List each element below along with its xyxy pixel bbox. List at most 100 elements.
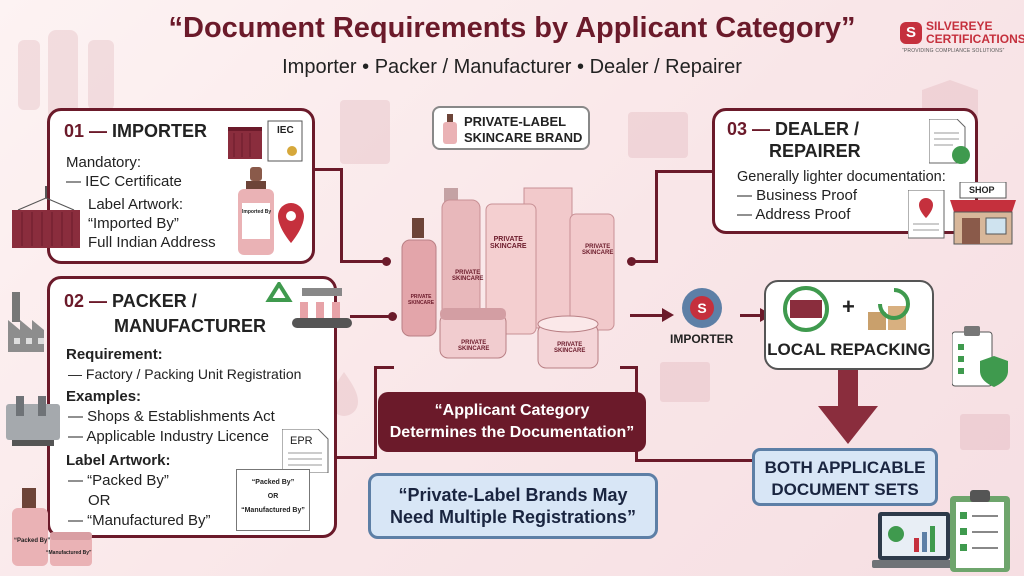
importer-item: Full Indian Address — [88, 234, 216, 251]
bottle-label: Imported By — [242, 209, 272, 215]
logo-tagline: “PROVIDING COMPLIANCE SOLUTIONS” — [902, 48, 1005, 54]
importer-globe-icon: S — [682, 288, 722, 328]
doc-line: “Packed By” — [251, 479, 295, 486]
connector-bottom-h — [635, 459, 753, 462]
connector-dot — [382, 257, 391, 266]
examples-heading: Examples: — [66, 388, 142, 405]
card-title-text: PACKER / — [112, 291, 197, 311]
card-number: 02 — — [64, 291, 108, 311]
product-label-line1: PRIVATE — [585, 244, 611, 250]
certificate-icon — [228, 120, 303, 162]
dealer-item: — Address Proof — [737, 206, 851, 223]
dealer-intro: Generally lighter documentation: — [737, 169, 946, 185]
label-item: — “Packed By” — [68, 472, 169, 489]
conveyor-icon — [292, 288, 352, 328]
connector-dealer — [655, 170, 715, 173]
card-number: 01 — — [64, 121, 108, 141]
connector-dot — [627, 257, 636, 266]
logo-name-line2: CERTIFICATIONS — [926, 32, 1024, 46]
label-item: — “Manufactured By” — [68, 512, 211, 529]
importer-item: — IEC Certificate — [66, 173, 182, 190]
example-item: — Applicable Industry Licence — [68, 428, 269, 445]
bottle-label-manufactured: “Manufactured By” — [46, 550, 92, 556]
connector-packer-low-vert — [374, 368, 377, 459]
arrow-down-icon — [818, 368, 878, 444]
product-label: PRIVATE SKINCARE — [490, 236, 527, 250]
connector-packer-low-h — [374, 366, 394, 369]
blue-banner-line2: Need Multiple Registrations” — [389, 507, 637, 527]
doc-line: OR — [267, 493, 279, 500]
logo-mark: S — [900, 22, 922, 44]
product-label-line2: SKINCARE — [408, 300, 435, 306]
product-label-line2: SKINCARE — [582, 250, 614, 256]
connector-packer — [350, 315, 390, 318]
product-label: PRIVATE SKINCARE — [582, 244, 613, 256]
local-repacking-label: LOCAL REPACKING — [767, 340, 931, 359]
skincare-products — [401, 187, 615, 369]
product-label-line1: PRIVATE — [461, 340, 487, 346]
private-label-line2: SKINCARE BRAND — [464, 130, 583, 145]
brand-logo: S SILVEREYE CERTIFICATIONS “PROVIDING CO… — [900, 20, 1024, 54]
card-title-text: DEALER / — [775, 119, 860, 139]
result-line2: DOCUMENT SETS — [771, 480, 919, 499]
cosmetic-bottles-icon — [12, 488, 92, 566]
repacking-boxes-icon — [868, 288, 910, 330]
product-label-line2: SKINCARE — [458, 346, 490, 352]
logo-name: SILVEREYE CERTIFICATIONS — [926, 20, 1024, 46]
label-heading: Label Artwork: — [66, 452, 171, 469]
epr-tag: EPR — [290, 435, 313, 447]
container-recycle-icon — [783, 286, 829, 332]
product-label: PRIVATE SKINCARE — [408, 294, 434, 306]
product-label-line1: PRIVATE — [410, 294, 432, 300]
factory-icon — [8, 292, 44, 352]
connector-dot — [388, 312, 397, 321]
blue-banner: “Private-Label Brands May Need Multiple … — [368, 473, 658, 539]
importer-item: “Imported By” — [88, 215, 179, 232]
product-label: PRIVATE SKINCARE — [452, 270, 483, 282]
serum-bottle-icon — [443, 114, 457, 144]
importer-mandatory: Mandatory: — [66, 154, 142, 171]
product-label-line2: SKINCARE — [554, 348, 586, 354]
iec-tag: IEC — [277, 125, 294, 136]
packer-card: 02 — PACKER / MANUFACTURER Requirement: … — [47, 276, 337, 538]
importer-item: Label Artwork: — [88, 196, 184, 213]
result-line1: BOTH APPLICABLE — [764, 458, 926, 477]
recycle-icon — [265, 282, 293, 302]
connector-importer — [312, 168, 342, 171]
svg-text:S: S — [697, 300, 706, 316]
connector-bottom-top — [620, 366, 638, 369]
local-repacking-card: + LOCAL REPACKING — [764, 280, 934, 370]
label-item: OR — [88, 492, 111, 509]
card-title-text: IMPORTER — [112, 121, 208, 141]
connector-dealer-h2 — [630, 260, 658, 263]
logo-name-line1: SILVEREYE — [926, 19, 993, 33]
connector-packer-low — [336, 456, 376, 459]
dealer-card-title-line2: REPAIRER — [769, 141, 861, 161]
maroon-banner-line1: “Applicant Category — [434, 402, 590, 419]
dealer-card-title: 03 — DEALER / — [727, 119, 859, 140]
shipping-container-icon — [12, 186, 80, 248]
doc-line: “Manufactured By” — [241, 507, 305, 514]
connector-importer-h2 — [340, 260, 385, 263]
blue-banner-line1: “Private-Label Brands May — [398, 485, 628, 505]
importer-flow-label: IMPORTER — [670, 332, 734, 346]
requirement-heading: Requirement: — [66, 346, 163, 363]
packer-card-title: 02 — PACKER / — [64, 291, 197, 312]
epr-document-icon — [282, 429, 329, 473]
product-label-line2: SKINCARE — [452, 276, 484, 282]
connector-dealer-vert — [655, 170, 658, 262]
address-document-icon — [908, 190, 945, 239]
card-number: 03 — — [727, 119, 771, 139]
connector-importer-repack — [740, 314, 766, 317]
dealer-item: — Business Proof — [737, 187, 858, 204]
product-label: PRIVATE SKINCARE — [458, 340, 489, 352]
shop-sign: SHOP — [969, 185, 995, 195]
plus-sign: + — [842, 294, 855, 319]
packer-card-title-line2: MANUFACTURER — [114, 316, 266, 336]
shop-icon — [950, 182, 1016, 245]
both-document-sets-box: BOTH APPLICABLE DOCUMENT SETS — [752, 448, 938, 506]
product-label-line1: PRIVATE — [557, 342, 583, 348]
private-label-line1: PRIVATE-LABEL — [464, 114, 567, 129]
product-label-line2: SKINCARE — [490, 243, 527, 250]
clipboard-checklist-icon — [950, 490, 1010, 572]
